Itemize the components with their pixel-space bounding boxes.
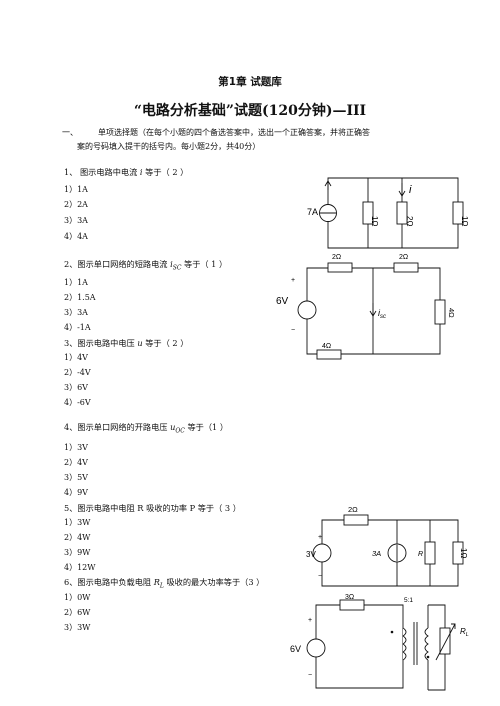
c2-rright-label: 4Ω <box>447 308 456 318</box>
q5-option-3[interactable]: 3）9W <box>64 548 91 557</box>
q3-option-1[interactable]: 1）4V <box>64 353 88 362</box>
q6-option-1[interactable]: 1）0W <box>64 593 91 602</box>
c1-source-label: 7A <box>307 207 318 217</box>
exam-title: “电路分析基础”试题(120分钟)—III <box>133 103 367 119</box>
c3-rright-label: 1Ω <box>459 548 468 558</box>
q5-option-4[interactable]: 4）12W <box>64 563 96 572</box>
c4-plus: + <box>308 617 312 624</box>
q2-option-3[interactable]: 3）3A <box>64 308 88 317</box>
c3-r-label: R <box>418 551 423 558</box>
q2-option-2[interactable]: 2）1.5A <box>64 293 96 302</box>
c2-source-label: 6V <box>276 296 289 307</box>
section-instruction-line1: 单项选择题（在每个小题的四个备选答案中，选出一个正确答案，并将正确答 <box>98 128 370 137</box>
question-1: 1、 图示电路中电流 i 等于（ 2 ） <box>64 167 189 177</box>
section-number: 一、 <box>62 128 78 137</box>
q3-option-2[interactable]: 2）-4V <box>64 368 91 377</box>
q2-option-1[interactable]: 1）1A <box>64 278 88 287</box>
question-6: 6、图示电路中负载电阻 RL 吸收的最大功率等于（3 ） <box>64 577 265 590</box>
dot-secondary <box>426 655 430 659</box>
c3-rtop-label: 2Ω <box>348 505 358 514</box>
circuit-4 <box>306 599 456 691</box>
question-3: 3、图示电路中电压 u 等于（ 2 ） <box>64 338 189 348</box>
question-2: 2、图示单口网络的短路电流 iSC 等于（ 1 ） <box>64 259 228 272</box>
section-instruction-line2: 案的号码填入提干的括号内。每小题2分，共40分） <box>77 142 261 151</box>
c2-rtop1-label: 2Ω <box>332 254 341 261</box>
c4-minus: − <box>308 672 312 679</box>
q1-option-4[interactable]: 4）4A <box>64 232 88 241</box>
c2-rbottom-label: 4Ω <box>322 343 331 350</box>
c1-r3-label: 1Ω <box>460 216 469 226</box>
c2-current-label: isc <box>378 308 386 320</box>
q6-option-2[interactable]: 2）6W <box>64 608 91 617</box>
question-4: 4、图示单口网络的开路电压 uOC 等于（1 ） <box>64 422 229 435</box>
q2-option-4[interactable]: 4）-1A <box>64 323 91 332</box>
question-5: 5、图示电路中电阻 R 吸收的功率 P 等于（ 3 ） <box>64 503 241 513</box>
q3-option-4[interactable]: 4）-6V <box>64 398 91 407</box>
circuit-1 <box>319 177 464 249</box>
c2-minus: − <box>291 327 295 334</box>
c1-current-label: i <box>409 184 412 196</box>
circuit-2 <box>297 262 446 360</box>
c3-minus: − <box>318 573 322 580</box>
c3-plus: + <box>318 534 322 541</box>
c4-ratio-label: 5:1 <box>404 597 413 604</box>
q5-option-2[interactable]: 2）4W <box>64 533 91 542</box>
c1-r1-label: 1Ω <box>370 216 379 226</box>
dot-primary <box>390 630 394 634</box>
q1-option-2[interactable]: 2）2A <box>64 200 88 209</box>
q6-option-3[interactable]: 3）3W <box>64 623 91 632</box>
c3-isrc-label: 3A <box>372 549 381 558</box>
c2-rtop2-label: 2Ω <box>399 254 408 261</box>
q4-option-1[interactable]: 1）3V <box>64 443 88 452</box>
q4-option-4[interactable]: 4）9V <box>64 488 88 497</box>
q1-option-3[interactable]: 3）3A <box>64 216 88 225</box>
circuit-3 <box>312 514 464 587</box>
c3-vsrc-label: 3V <box>306 550 316 559</box>
c2-plus: + <box>291 277 295 284</box>
q5-option-1[interactable]: 1）3W <box>64 518 91 527</box>
c4-source-label: 6V <box>290 644 301 654</box>
c1-r2-label: 2Ω <box>405 216 414 226</box>
q3-option-3[interactable]: 3）6V <box>64 383 88 392</box>
chapter-heading: 第1章 试题库 <box>218 76 282 88</box>
q4-option-2[interactable]: 2）4V <box>64 458 88 467</box>
c4-rtop-label: 3Ω <box>345 594 354 601</box>
q4-option-3[interactable]: 3）5V <box>64 473 88 482</box>
c4-load-label: RL <box>460 627 469 638</box>
q1-option-1[interactable]: 1）1A <box>64 185 88 194</box>
